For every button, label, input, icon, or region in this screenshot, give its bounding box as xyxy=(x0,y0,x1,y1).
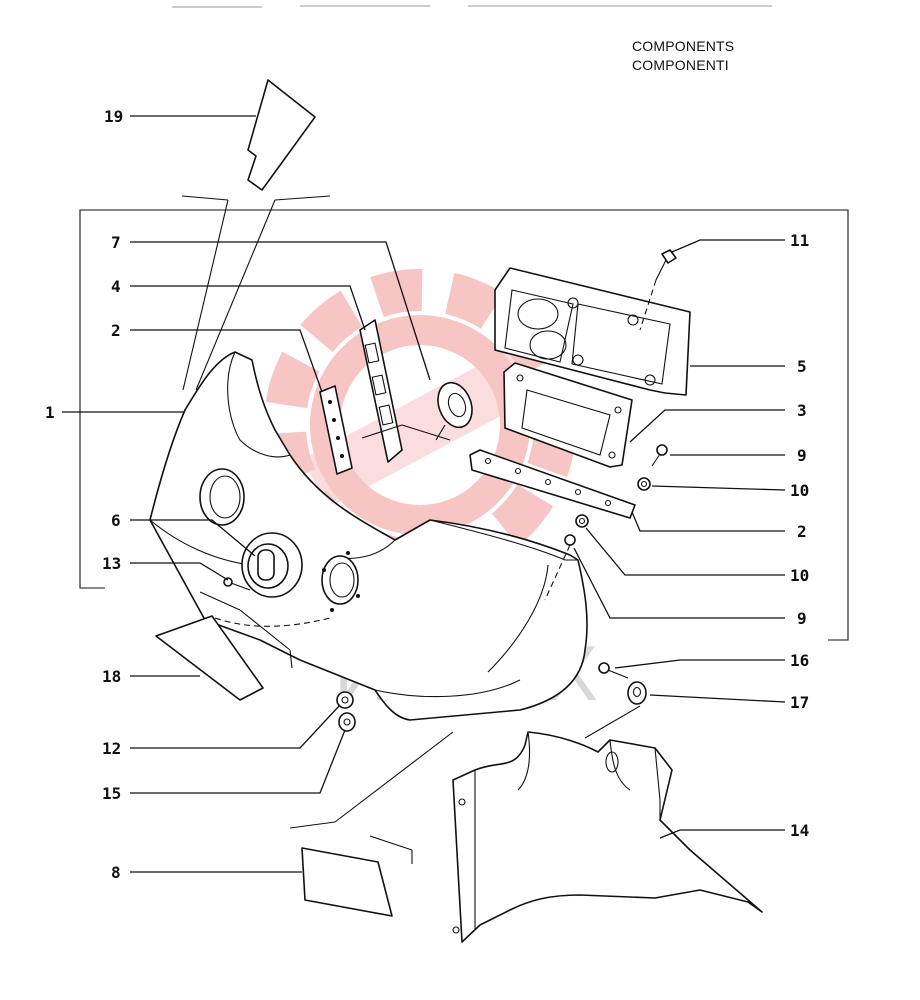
callout-13: 13 xyxy=(102,554,121,573)
part-5-switch-panel xyxy=(494,267,691,396)
part-14-lower-cover xyxy=(452,731,763,943)
callout-14: 14 xyxy=(790,821,809,840)
callout-2-left: 2 xyxy=(111,321,121,340)
callout-19: 19 xyxy=(104,107,123,126)
part-6-knob xyxy=(241,532,303,598)
callout-1: 1 xyxy=(45,403,55,422)
part-19-cover xyxy=(181,79,331,391)
callout-numbers: 19 7 4 2 1 6 13 18 12 15 8 11 5 3 9 10 2… xyxy=(45,107,809,882)
callout-11: 11 xyxy=(790,231,809,250)
callout-15: 15 xyxy=(102,784,121,803)
part-9-screw-top xyxy=(651,444,668,467)
callout-16: 16 xyxy=(790,651,809,670)
part-10-washer-bottom xyxy=(575,514,589,528)
part-2-left-plate xyxy=(319,385,353,475)
assembly-bracket xyxy=(79,209,849,641)
part-16-bolt xyxy=(598,662,629,679)
callout-18: 18 xyxy=(102,667,121,686)
callout-10-top: 10 xyxy=(790,481,809,500)
callout-5: 5 xyxy=(797,357,807,376)
part-11-screw xyxy=(639,249,677,331)
callout-17: 17 xyxy=(790,693,809,712)
part-9-screw-bottom xyxy=(544,534,576,601)
part-15-nut xyxy=(338,712,356,732)
callout-4: 4 xyxy=(111,277,121,296)
callout-10-bottom: 10 xyxy=(790,566,809,585)
header-title-italian: COMPONENTI xyxy=(632,57,729,73)
part-7-grommet xyxy=(435,381,473,441)
part-18-pad xyxy=(155,591,293,701)
callout-8: 8 xyxy=(111,863,121,882)
callout-12: 12 xyxy=(102,739,121,758)
callout-9-top: 9 xyxy=(797,446,807,465)
part-12-nut xyxy=(336,691,354,709)
part-8-pad xyxy=(289,731,454,917)
part-17-spacer xyxy=(584,681,647,739)
part-10-washer-top xyxy=(637,477,651,491)
part-4-panel xyxy=(359,319,451,463)
part-2-right-strip xyxy=(469,449,636,519)
header-title-english: COMPONENTS xyxy=(632,38,735,54)
part-3-gasket-frame xyxy=(503,362,633,468)
callout-7: 7 xyxy=(111,233,121,252)
callout-2-right: 2 xyxy=(797,522,807,541)
part-13-screw xyxy=(223,577,251,591)
leader-lines xyxy=(62,115,786,873)
callout-9-bottom: 9 xyxy=(797,609,807,628)
callout-3: 3 xyxy=(797,401,807,420)
part-1-dashboard-housing xyxy=(149,351,588,721)
scan-top-lines xyxy=(172,5,772,8)
callout-6: 6 xyxy=(111,511,121,530)
